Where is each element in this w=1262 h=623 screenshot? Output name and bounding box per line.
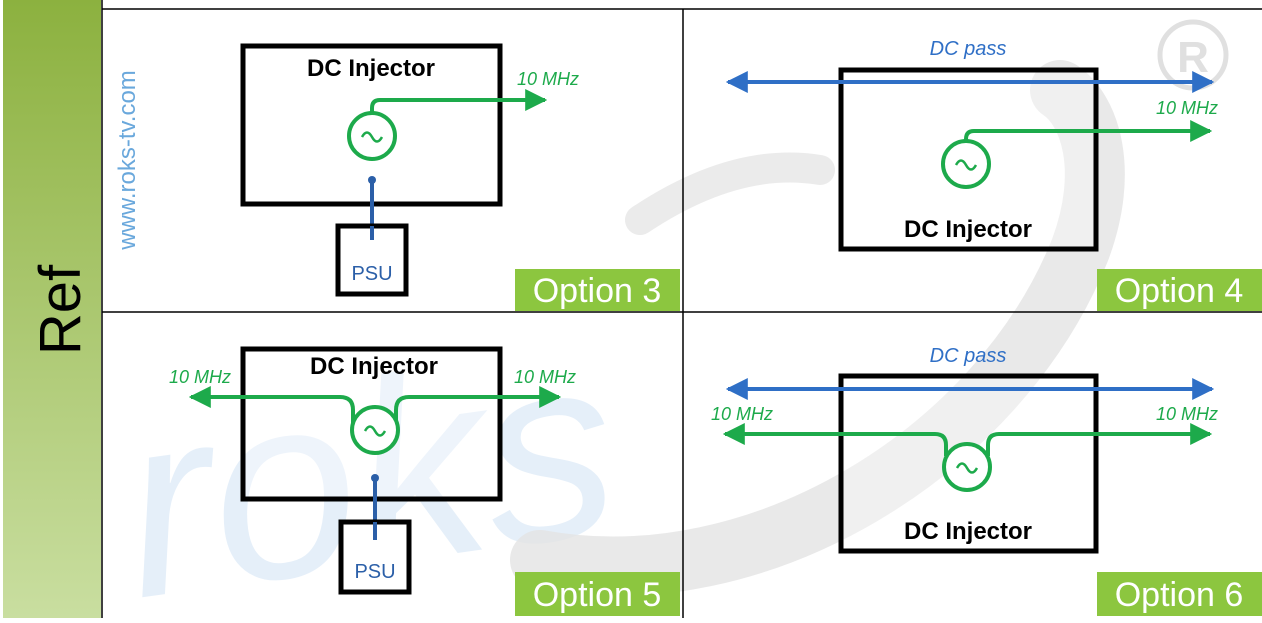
- panel-option-4: DC pass 10 MHz DC Injector Option 4: [725, 38, 1262, 311]
- signal-label: 10 MHz: [1156, 98, 1218, 118]
- sidebar: Ref: [3, 0, 101, 618]
- signal-left-label: 10 MHz: [169, 367, 231, 387]
- signal-label: 10 MHz: [517, 69, 579, 89]
- panel-option-5: DC Injector 10 MHz 10 MHz PSU Option 5: [169, 346, 680, 616]
- option-badge: [1097, 269, 1262, 311]
- signal-arrow-right: [394, 386, 562, 425]
- injector-title: DC Injector: [310, 353, 438, 380]
- signal-arrow-left: [722, 423, 948, 456]
- option-label: Option 5: [533, 576, 662, 614]
- option-badge: [515, 269, 680, 311]
- signal-left-label: 10 MHz: [711, 404, 773, 424]
- watermark-registered-letter: R: [1177, 33, 1209, 82]
- dc-pass-label: DC pass: [930, 345, 1007, 367]
- option-label: Option 3: [533, 272, 662, 310]
- signal-arrow: [370, 89, 548, 118]
- psu-wire-dot: [368, 176, 376, 184]
- injector-title: DC Injector: [904, 216, 1032, 243]
- injector-title: DC Injector: [307, 55, 435, 82]
- psu-label: PSU: [351, 263, 392, 285]
- signal-arrow-right: [986, 423, 1213, 456]
- watermark-swoosh: [510, 60, 1125, 597]
- signal-arrow-left: [188, 386, 355, 425]
- dc-pass-label: DC pass: [930, 38, 1007, 60]
- watermark-swoosh-2: [625, 152, 835, 235]
- panel-grid: [101, 0, 1262, 618]
- injector-title: DC Injector: [904, 518, 1032, 545]
- panel-option-3: DC Injector 10 MHz PSU Option 3: [240, 43, 680, 311]
- sidebar-background: [3, 0, 101, 618]
- option-label: Option 6: [1115, 576, 1244, 614]
- ac-source-icon: [350, 405, 400, 455]
- signal-right-label: 10 MHz: [1156, 404, 1218, 424]
- option-badge: [1097, 572, 1262, 616]
- website-url: www.roks-tv.com: [114, 70, 141, 251]
- psu-label: PSU: [354, 561, 395, 583]
- option-label: Option 4: [1115, 272, 1244, 310]
- ac-source-icon: [941, 139, 991, 189]
- option-badge: [515, 572, 680, 616]
- sidebar-ref-label: Ref: [28, 264, 93, 355]
- ac-source-icon: [942, 442, 992, 492]
- psu-wire-dot: [371, 474, 379, 482]
- signal-arrow: [964, 120, 1213, 145]
- panel-option-6: DC pass 10 MHz 10 MHz DC Injector Option…: [711, 345, 1262, 616]
- ac-source-icon: [347, 111, 397, 161]
- signal-right-label: 10 MHz: [514, 367, 576, 387]
